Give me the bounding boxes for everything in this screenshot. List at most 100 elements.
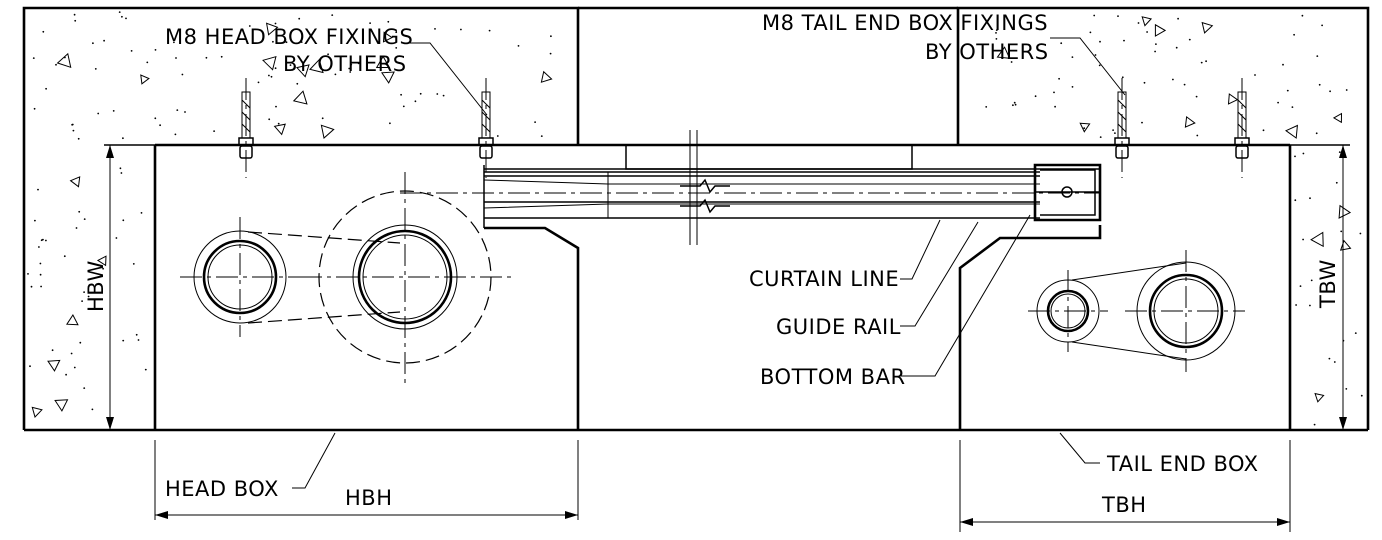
concrete-speck (995, 32, 997, 34)
rail-assembly (400, 130, 1102, 245)
concrete-speck (40, 239, 43, 242)
concrete-speck (389, 122, 391, 125)
concrete-speck (995, 38, 998, 40)
concrete-speck (1310, 279, 1313, 282)
concrete-aggregate (47, 359, 61, 372)
concrete-aggregate (69, 176, 81, 188)
concrete-speck (1094, 54, 1097, 56)
concrete-speck (1318, 83, 1321, 86)
concrete-speck (205, 56, 208, 59)
concrete-speck (1071, 56, 1074, 58)
concrete-aggregate (262, 55, 277, 71)
concrete-speck (1313, 423, 1316, 426)
concrete-speck (1196, 134, 1199, 137)
concrete-speck (248, 25, 251, 27)
tail-box-small-drum (1028, 270, 1108, 352)
concrete-speck (285, 41, 288, 44)
concrete-speck (220, 55, 223, 58)
concrete-speck (154, 117, 157, 120)
concrete-speck (1053, 91, 1055, 94)
concrete-speck (1114, 132, 1116, 135)
head-box-fixings-label-line1: M8 HEAD BOX FIXINGS (165, 25, 413, 49)
concrete-speck (1277, 101, 1279, 104)
concrete-speck (1098, 64, 1101, 67)
concrete-aggregate (56, 52, 72, 69)
concrete-speck (395, 31, 398, 34)
head-box-fixings-label-line2: BY OTHERS (283, 52, 407, 76)
concrete-speck (1291, 106, 1294, 108)
concrete-speck (1328, 357, 1331, 360)
concrete-speck (1295, 304, 1297, 306)
concrete-speck (387, 20, 390, 23)
concrete-speck (268, 118, 271, 121)
tbh-label: TBH (1101, 493, 1147, 517)
fixing-bolt (1234, 78, 1250, 178)
concrete-speck (38, 246, 40, 248)
concrete-speck (71, 123, 73, 126)
concrete-speck (550, 35, 552, 38)
concrete-aggregate (1141, 16, 1153, 27)
concrete-speck (1329, 90, 1331, 93)
head-box-outline (153, 143, 1290, 430)
concrete-aggregate (1285, 124, 1298, 139)
concrete-speck (1302, 238, 1304, 241)
concrete-speck (460, 28, 462, 31)
concrete-speck (1099, 40, 1101, 43)
concrete-speck (33, 107, 36, 110)
concrete-speck (115, 237, 118, 239)
concrete-speck (434, 28, 436, 30)
concrete-speck (1013, 101, 1016, 104)
concrete-speck (1354, 332, 1357, 334)
concrete-aggregate (1201, 21, 1214, 34)
concrete-speck (1123, 39, 1125, 42)
concrete-speck (120, 172, 123, 174)
concrete-speck (488, 29, 491, 32)
concrete-speck (1309, 304, 1311, 307)
concrete-aggregate (96, 255, 107, 267)
concrete-speck (1010, 61, 1013, 63)
concrete-speck (1071, 86, 1074, 88)
concrete-aggregate (54, 399, 69, 412)
concrete-speck (45, 239, 47, 242)
concrete-speck (175, 57, 177, 59)
concrete-speck (995, 29, 998, 31)
curtain-line-label: CURTAIN LINE (749, 267, 899, 291)
concrete-aggregate (320, 124, 335, 139)
concrete-speck (73, 366, 76, 369)
concrete-aggregate (309, 58, 324, 74)
concrete-speck (135, 333, 138, 336)
concrete-speck (369, 22, 371, 24)
concrete-speck (30, 285, 33, 288)
concrete-speck (70, 352, 73, 355)
concrete-speck (146, 61, 149, 64)
concrete-aggregate (1154, 23, 1167, 37)
concrete-speck (27, 273, 29, 275)
concrete-speck (357, 62, 360, 65)
concrete-speck (1302, 152, 1305, 155)
concrete-aggregate (1332, 112, 1343, 124)
concrete-speck (102, 267, 104, 270)
concrete-speck (1294, 155, 1296, 158)
hbh-label: HBH (345, 486, 393, 510)
concrete-speck (414, 100, 417, 103)
concrete-speck (122, 339, 125, 342)
concrete-speck (348, 67, 351, 70)
concrete-speck (1177, 17, 1179, 20)
concrete-speck (1060, 42, 1063, 45)
concrete-speck (92, 42, 94, 45)
concrete-speck (419, 92, 422, 95)
concrete-speck (1137, 22, 1140, 24)
fixing-bolt (238, 78, 254, 178)
head-box-large-drum (247, 172, 515, 385)
concrete-speck (1141, 121, 1143, 124)
concrete-aggregate (292, 90, 308, 105)
concrete-speck (1293, 33, 1295, 36)
concrete-speck (1360, 394, 1363, 397)
concrete-speck (75, 227, 78, 229)
concrete-structure (22, 6, 1370, 432)
concrete-aggregate (382, 31, 393, 43)
concrete-speck (122, 137, 124, 140)
concrete-speck (87, 295, 90, 298)
concrete-speck (1093, 14, 1096, 17)
concrete-aggregate (140, 74, 150, 85)
